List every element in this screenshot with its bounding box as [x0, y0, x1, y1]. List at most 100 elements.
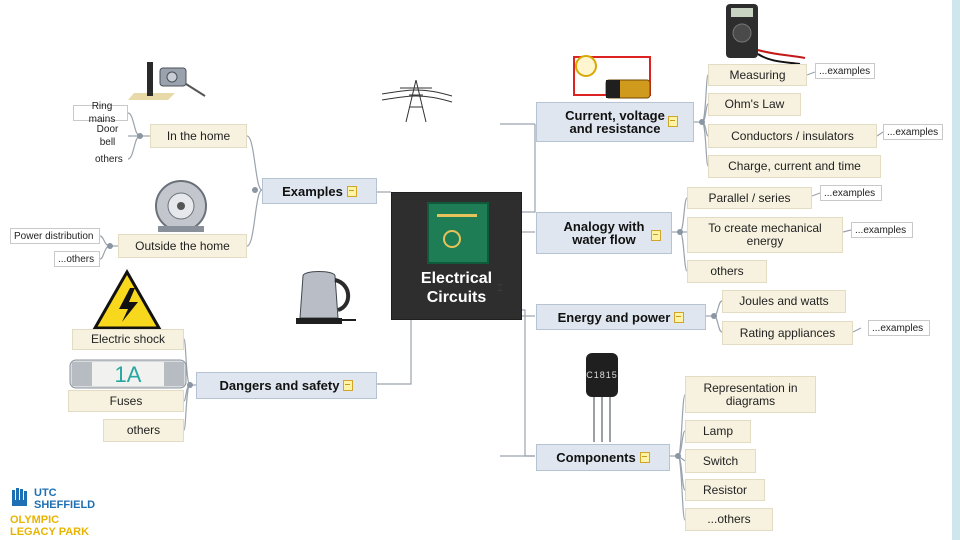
link-conductors-examples [876, 131, 884, 137]
motor-illustration [155, 180, 207, 232]
pylon-illustration [381, 79, 453, 123]
link-parallel-examples [811, 192, 821, 197]
hub-dot-current [699, 119, 705, 125]
energy-node[interactable]: Energy and power [536, 304, 706, 330]
resistor-label: Resistor [702, 482, 747, 497]
charge-node[interactable]: Charge, current and time [708, 155, 881, 178]
conductors-examples-leaf[interactable]: ...examples [883, 124, 943, 140]
others-analogy-node[interactable]: others [687, 260, 767, 283]
others-home-leaf[interactable]: others [91, 151, 128, 167]
fuse-illustration [69, 359, 187, 389]
mechanical-line1: To create mechanical [708, 221, 822, 235]
analogy-node[interactable]: Analogy with water flow [536, 212, 672, 254]
representation-node[interactable]: Representation in diagrams [685, 376, 816, 413]
center-title-line2: Circuits [426, 289, 487, 306]
examples-node[interactable]: Examples [262, 178, 377, 204]
in-the-home-label: In the home [166, 128, 231, 143]
components-node[interactable]: Components [536, 444, 670, 471]
note-icon [639, 452, 650, 463]
circuit-illustration [573, 55, 651, 99]
rating-examples-leaf[interactable]: ...examples [868, 320, 930, 336]
charge-label: Charge, current and time [728, 159, 861, 173]
electric-shock-node[interactable]: Electric shock [72, 329, 184, 350]
transistor-illustration [586, 353, 618, 442]
link-center-current [522, 124, 536, 213]
warning-sign-illustration [92, 268, 162, 330]
in-the-home-node[interactable]: In the home [150, 124, 247, 148]
hub-dot-home [137, 133, 143, 139]
link-measuring-examples [806, 71, 816, 76]
energy-label: Energy and power [557, 309, 671, 325]
power-distribution-label: Power distribution [14, 230, 94, 242]
others-dangers-node[interactable]: others [103, 419, 184, 442]
others-home-label: others [95, 153, 123, 165]
center-title-line1: Electrical [420, 270, 493, 287]
rating-examples-label: ...examples [872, 322, 924, 334]
parallel-examples-leaf[interactable]: ...examples [820, 185, 882, 201]
hub-dot-analogy [677, 229, 683, 235]
hub-dot-outside [107, 243, 113, 249]
utc-sheffield-logo: UTC SHEFFIELD OLYMPIC LEGACY PARK [10, 487, 95, 538]
multimeter-illustration [726, 4, 806, 65]
measuring-examples-label: ...examples [819, 65, 871, 77]
analogy-line1: Analogy with [563, 219, 645, 234]
electric-shock-label: Electric shock [90, 332, 166, 346]
joules-label: Joules and watts [739, 294, 829, 308]
link-analogy-others [679, 231, 688, 272]
circuit-board-image [427, 202, 489, 264]
switch-node[interactable]: Switch [685, 449, 756, 473]
ring-mains-leaf[interactable]: Ring mains [73, 101, 128, 125]
link-center-components [522, 309, 535, 457]
utc-hand-logo [12, 488, 27, 506]
parallel-label: Parallel / series [708, 190, 791, 205]
parallel-node[interactable]: Parallel / series [687, 187, 812, 209]
power-distribution-leaf[interactable]: Power distribution [10, 228, 100, 244]
mechanical-examples-label: ...examples [855, 224, 907, 236]
note-icon [343, 380, 354, 391]
measuring-label: Measuring [729, 67, 786, 82]
joules-node[interactable]: Joules and watts [722, 290, 846, 313]
others-outside-label: ...others [58, 253, 95, 265]
fuse-rating-text: 1A [114, 361, 142, 387]
others-components-node[interactable]: ...others [685, 508, 773, 531]
link-examples-home [246, 135, 263, 191]
dangers-node[interactable]: Dangers and safety [196, 372, 377, 399]
link-mechanical-examples [842, 229, 852, 233]
lamp-node[interactable]: Lamp [685, 420, 751, 443]
measuring-examples-leaf[interactable]: ...examples [815, 63, 875, 79]
dangers-label: Dangers and safety [219, 378, 340, 393]
outside-home-node[interactable]: Outside the home [118, 234, 247, 258]
others-analogy-label: others [710, 264, 744, 278]
others-components-label: ...others [707, 512, 751, 526]
fuses-node[interactable]: Fuses [68, 390, 184, 412]
others-outside-leaf[interactable]: ...others [54, 251, 100, 267]
current-line1: Current, voltage [565, 108, 665, 123]
ring-mains-label: Ring mains [88, 101, 116, 125]
worker-illustration [128, 62, 206, 100]
hub-dot-components [675, 453, 681, 459]
current-node[interactable]: Current, voltage and resistance [536, 102, 694, 142]
link-home-ring [127, 112, 141, 137]
analogy-line2: water flow [572, 232, 636, 247]
mechanical-node[interactable]: To create mechanical energy [687, 217, 843, 253]
hub-dot-examples [252, 187, 258, 193]
note-icon [346, 185, 357, 197]
logo-line2: SHEFFIELD [34, 499, 96, 511]
conductors-examples-label: ...examples [887, 126, 939, 138]
conductors-node[interactable]: Conductors / insulators [708, 124, 877, 148]
representation-line1: Representation in [703, 380, 798, 395]
rating-label: Rating appliances [739, 325, 836, 340]
ohms-law-node[interactable]: Ohm's Law [708, 93, 801, 116]
door-bell-leaf[interactable]: Door bell [84, 124, 128, 148]
rating-node[interactable]: Rating appliances [722, 321, 853, 345]
measuring-node[interactable]: Measuring [708, 64, 807, 86]
note-icon [668, 116, 678, 127]
link-examples-outside [246, 189, 263, 247]
switch-label: Switch [702, 453, 739, 468]
resistor-node[interactable]: Resistor [685, 479, 765, 501]
components-label: Components [556, 450, 636, 465]
mechanical-examples-leaf[interactable]: ...examples [851, 222, 913, 238]
fuses-label: Fuses [109, 393, 143, 408]
